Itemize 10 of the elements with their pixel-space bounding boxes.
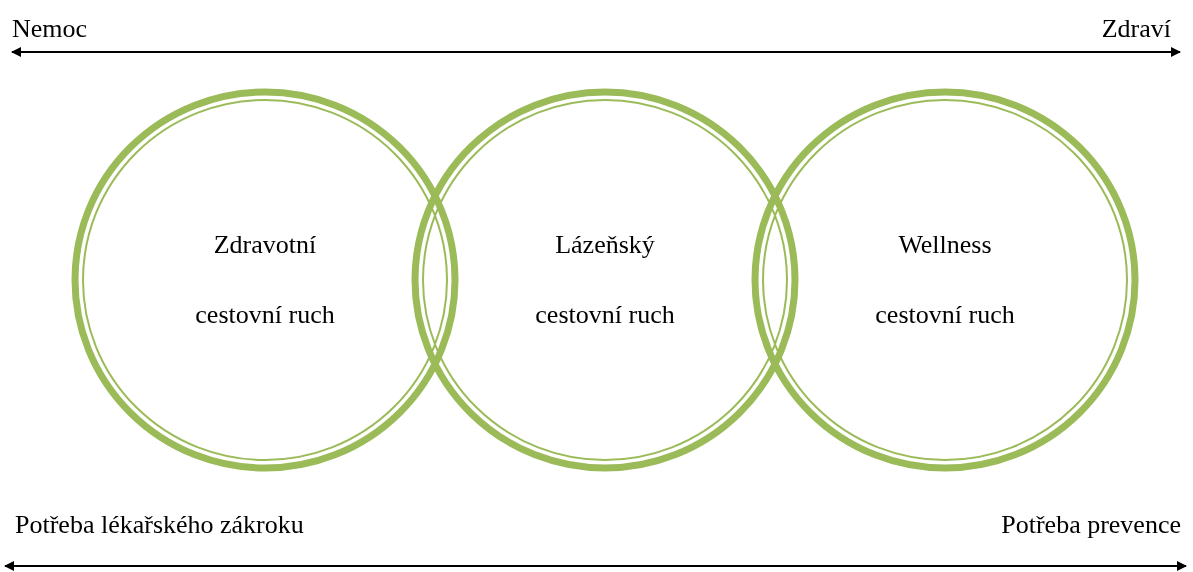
axis-label: Potřeba prevence [1001, 510, 1181, 540]
circle-label: Zdravotní cestovní ruch [194, 229, 336, 331]
circle-label: Wellness cestovní ruch [874, 229, 1016, 331]
axis-label: Potřeba lékařského zákroku [15, 510, 304, 540]
circle [411, 88, 799, 472]
circle-label: Lázeňský cestovní ruch [534, 229, 676, 331]
axis-label: Nemoc [12, 14, 88, 44]
circle [751, 88, 1139, 472]
circle [71, 88, 459, 472]
axis-label: Zdraví [1101, 14, 1171, 44]
